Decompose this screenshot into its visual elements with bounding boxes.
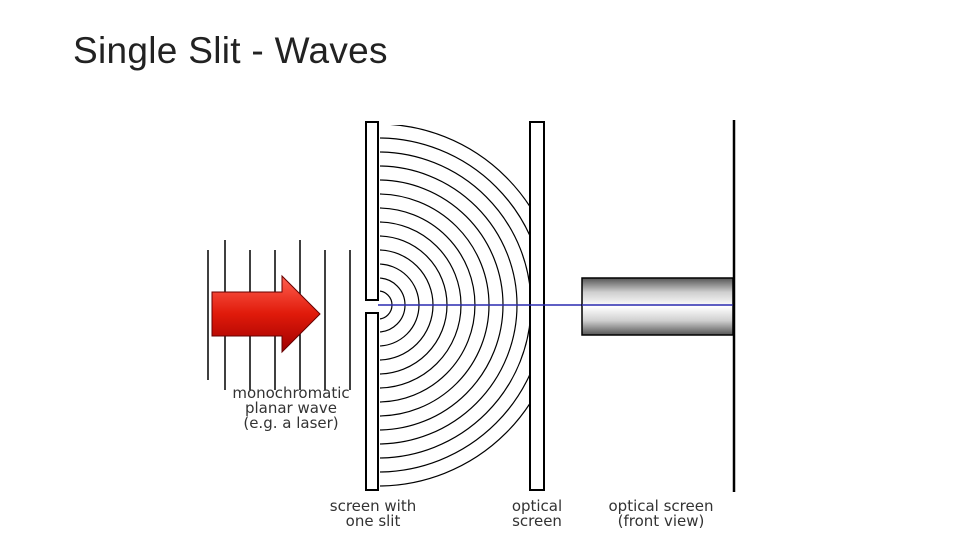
label-planar-wave: monochromatic planar wave (e.g. a laser) xyxy=(232,384,350,432)
slit-screen-bottom xyxy=(365,312,379,491)
slit-screen-top xyxy=(365,121,379,301)
label-slit-screen: screen with one slit xyxy=(329,497,417,530)
slide-title: Single Slit - Waves xyxy=(73,30,388,71)
wave-arc xyxy=(380,151,530,459)
label-front-view: optical screen (front view) xyxy=(608,497,714,530)
wave-arc xyxy=(380,137,530,473)
optical-screen xyxy=(529,121,545,491)
label-optical-screen: optical screen xyxy=(511,497,563,530)
red-arrow-icon xyxy=(211,274,321,354)
front-view-fringe xyxy=(581,277,734,336)
wave-arc xyxy=(380,125,530,487)
